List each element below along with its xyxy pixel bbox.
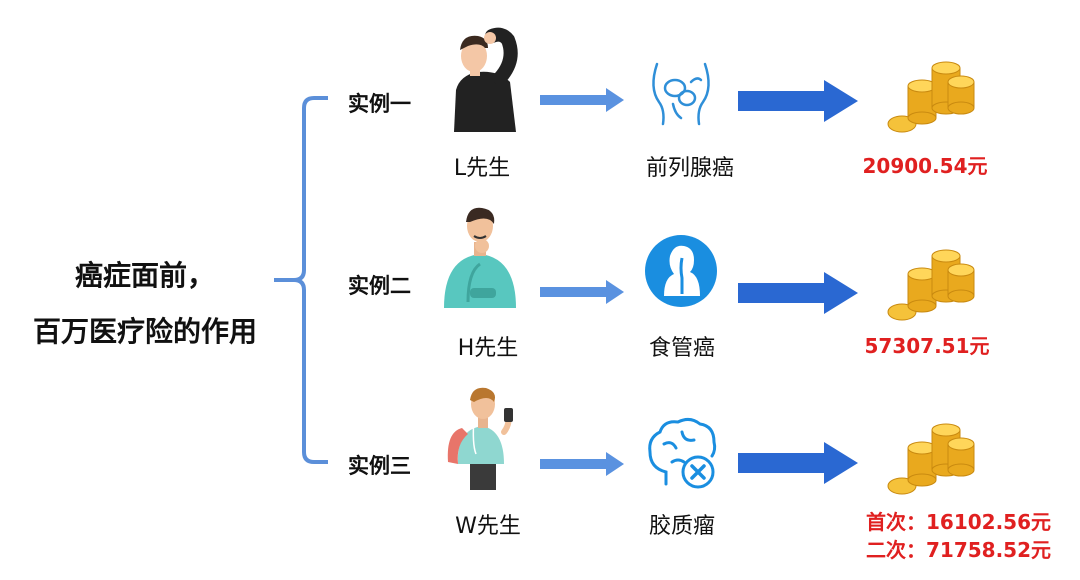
disease-label-1: 前列腺癌 — [645, 156, 734, 181]
amount-3a: 首次：16102.56元 — [866, 510, 1052, 534]
main-title-line1: 癌症面前， — [74, 259, 215, 292]
gold-coins-icon-2 — [887, 249, 975, 321]
gold-coins-icon-1 — [887, 61, 975, 133]
man-scratching-head-icon — [454, 27, 518, 132]
arrow-dark-2 — [738, 272, 858, 314]
man-with-phone-icon — [447, 387, 513, 490]
gold-coins-icon-3 — [887, 423, 975, 495]
arrow-light-2 — [540, 280, 624, 304]
main-title-line2: 百万医疗险的作用 — [32, 315, 257, 348]
disease-label-2: 食管癌 — [648, 336, 715, 361]
person-label-3: W先生 — [455, 514, 521, 539]
arrow-light-3 — [540, 452, 624, 476]
amount-1: 20900.54元 — [862, 154, 988, 178]
person-label-2: H先生 — [457, 336, 519, 361]
arrow-light-1 — [540, 88, 624, 112]
esophagus-icon — [645, 235, 717, 307]
prostate-icon — [652, 62, 710, 126]
amount-3b: 二次：71758.52元 — [866, 538, 1052, 562]
disease-label-3: 胶质瘤 — [648, 514, 715, 539]
arrow-dark-3 — [738, 442, 858, 484]
arrow-dark-1 — [738, 80, 858, 122]
case-label-1: 实例一 — [348, 92, 411, 116]
case-label-2: 实例二 — [348, 274, 411, 298]
amount-2: 57307.51元 — [864, 334, 990, 358]
man-thinking-icon — [444, 207, 516, 308]
brain-tumor-icon — [648, 417, 717, 489]
person-label-1: L先生 — [453, 156, 511, 181]
case-label-3: 实例三 — [348, 454, 411, 478]
